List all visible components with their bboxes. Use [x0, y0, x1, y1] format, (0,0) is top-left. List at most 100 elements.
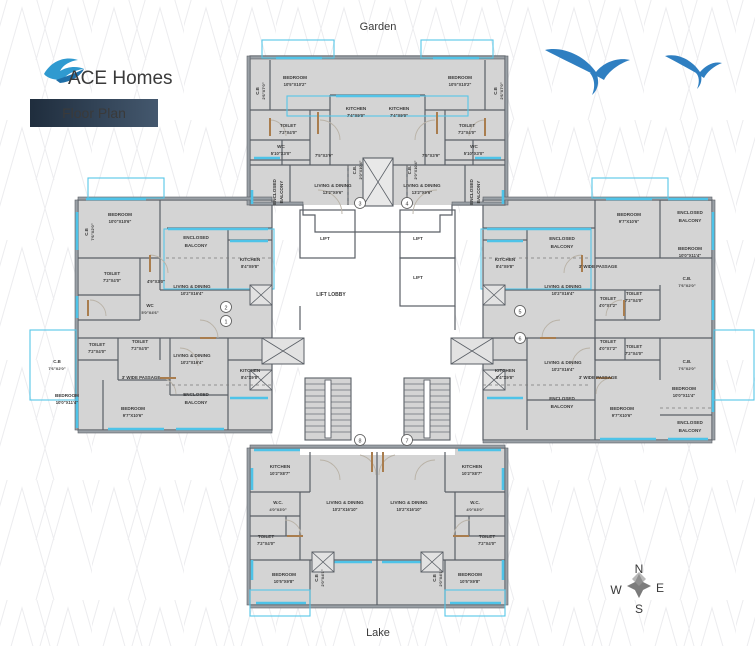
balcony-outlines	[29, 39, 755, 617]
staircase-left	[304, 377, 352, 441]
room-label: BEDROOM	[121, 406, 145, 411]
room-label: 9'7"X10'6"	[619, 219, 639, 224]
room-label: 7'6"X2'0"	[48, 366, 65, 371]
room-label: 4'0"X7'2"	[599, 303, 617, 308]
room-label: KITCHEN	[389, 106, 410, 111]
room-label: 10'5"X10'2"	[449, 82, 472, 87]
room-label: 5'0"X4'6"	[141, 310, 158, 315]
site-label-garden: Garden	[360, 21, 397, 33]
room-label: 10'0"X11'4"	[673, 393, 696, 398]
room-label: ENCLOSED	[677, 210, 703, 215]
unit-marker-7: 7	[401, 434, 413, 446]
brand-name: ACE Homes	[68, 68, 173, 89]
room-label: 7'4"X9'0"	[390, 113, 408, 118]
room-label-vertical: C.B	[255, 87, 260, 95]
room-label: TOILET	[89, 342, 105, 347]
room-label: C.B	[53, 359, 61, 364]
room-label: TOILET	[626, 344, 642, 349]
unit-marker-6: 6	[514, 332, 526, 344]
room-label: BALCONY	[551, 244, 574, 249]
room-label: BEDROOM	[617, 212, 641, 217]
room-label: 4'0"X3'0"	[466, 507, 483, 512]
room-label-vertical: ENCLOSED	[469, 179, 474, 205]
room-label: 5'10"X3'0"	[464, 151, 484, 156]
room-label: TOILET	[479, 534, 495, 539]
room-label-vertical: 2'0"X4'1"	[438, 569, 443, 586]
room-label: 10'2"X8'7"	[462, 471, 482, 476]
room-label: 7'2"X4'0"	[131, 346, 149, 351]
room-label: WC	[470, 144, 478, 149]
room-label: LIVING & DINING	[403, 183, 441, 188]
unit-marker-4: 4	[401, 197, 413, 209]
room-label: BEDROOM	[610, 406, 634, 411]
seagull-icon	[665, 55, 722, 89]
unit-marker-2: 2	[220, 301, 232, 313]
svg-text:8: 8	[359, 439, 362, 445]
room-label: LIVING & DINING	[314, 183, 352, 188]
room-label: 10'2"X16'4"	[552, 367, 575, 372]
room-label: TOILET	[132, 339, 148, 344]
room-label: LIVING & DINING	[544, 360, 582, 365]
room-label: LIFT LOBBY	[316, 292, 346, 298]
room-label-vertical: C.B	[493, 87, 498, 95]
room-label: TOILET	[626, 291, 642, 296]
seagull-icon	[545, 49, 630, 95]
room-label: KITCHEN	[495, 257, 516, 262]
room-label: BEDROOM	[672, 386, 696, 391]
room-label: TOILET	[600, 296, 616, 301]
room-label-vertical: 2'0"X10'4"	[358, 160, 363, 179]
room-label: BALCONY	[185, 243, 208, 248]
room-label: LIFT	[413, 275, 423, 280]
room-label: WC	[146, 303, 154, 308]
room-label: 8'4"X9'8"	[241, 375, 259, 380]
room-label: 9'7"X10'6"	[123, 413, 143, 418]
svg-text:6: 6	[519, 337, 522, 343]
room-label: KITCHEN	[270, 464, 291, 469]
room-label: TOILET	[104, 271, 120, 276]
unit-marker-1: 1	[220, 315, 232, 327]
room-label-vertical: 2'6"X7'0"	[499, 82, 504, 99]
room-label: 10'5"X10'2"	[284, 82, 307, 87]
stair-head-left	[261, 337, 305, 365]
room-label: BEDROOM	[448, 75, 472, 80]
svg-text:1: 1	[225, 320, 228, 326]
room-label: W.C.	[470, 500, 480, 505]
room-label: 10'0"X11'4"	[56, 400, 79, 405]
svg-text:5: 5	[519, 310, 522, 316]
room-label: 10'2"X16'4"	[181, 360, 204, 365]
room-label-vertical: BALCONY	[476, 181, 481, 204]
room-label: BEDROOM	[678, 246, 702, 251]
room-label: C.B.	[683, 276, 692, 281]
room-label: 10'0"X11'4"	[679, 253, 702, 258]
room-label-vertical: BALCONY	[279, 181, 284, 204]
room-label: LIFT	[320, 236, 330, 241]
room-label: 10'2"X8'7"	[270, 471, 290, 476]
compass-south: S	[635, 602, 643, 616]
room-label: ENCLOSED	[549, 396, 575, 401]
room-label: TOILET	[258, 534, 274, 539]
room-label: 8'4"X9'8"	[496, 264, 514, 269]
compass-north: N	[635, 562, 644, 576]
svg-text:3: 3	[359, 202, 362, 208]
room-label: ENCLOSED	[549, 236, 575, 241]
room-label: 3' WIDE PASSAGE	[579, 375, 618, 380]
room-label: KITCHEN	[240, 368, 261, 373]
brand-block: ACE Homes Floor Plan	[30, 58, 173, 127]
room-label: TOILET	[459, 123, 475, 128]
room-label: BALCONY	[679, 218, 702, 223]
room-label: 7'5"X3'9"	[315, 153, 333, 158]
room-label: BEDROOM	[458, 572, 482, 577]
svg-text:4: 4	[406, 202, 409, 208]
room-label: 10'2"X16'4"	[181, 291, 204, 296]
room-label: W.C.	[273, 500, 283, 505]
room-label-vertical: C.B	[432, 574, 437, 582]
room-label: WC	[277, 144, 285, 149]
staircase-right	[403, 377, 451, 441]
room-label: 4'9"X3'0"	[147, 279, 165, 284]
room-label: ENCLOSED	[183, 392, 209, 397]
room-label: BALCONY	[679, 428, 702, 433]
room-label: C.B.	[683, 359, 692, 364]
room-label: 7'6"X2'0"	[678, 366, 695, 371]
room-label: 3' WIDE PASSAGE	[122, 375, 161, 380]
